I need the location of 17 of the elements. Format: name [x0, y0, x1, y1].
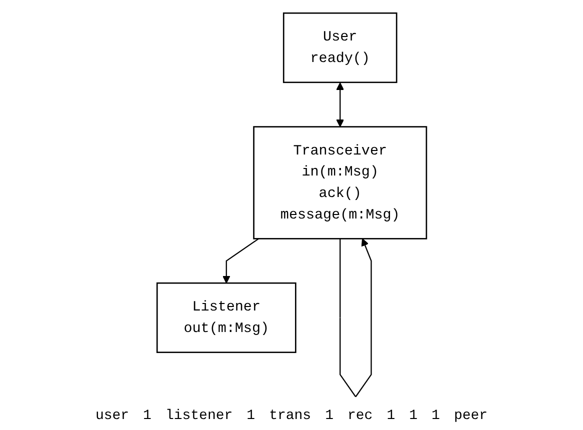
arrow — [336, 82, 344, 128]
association-end-label: 1 — [409, 408, 418, 424]
association-end-label: 1 — [386, 408, 396, 424]
node-box: Transceiver in(m:Msg) ack() message(m:Msg) — [252, 126, 427, 240]
association-end-label: rec — [348, 408, 373, 424]
node-box: Listener out(m:Msg) — [156, 282, 296, 354]
association-end-label: 1 — [246, 408, 256, 424]
association-end-label: 1 — [325, 408, 334, 424]
association-end-label: 1 — [143, 408, 152, 424]
arrow — [339, 238, 372, 398]
arrow — [222, 238, 259, 284]
node-box: User ready() — [282, 12, 397, 84]
association-end-label: trans — [269, 408, 312, 424]
association-end-label: user — [95, 408, 130, 424]
association-end-label: 1 — [432, 408, 440, 424]
association-end-label: peer — [454, 408, 488, 424]
association-end-label: listener — [165, 408, 233, 424]
